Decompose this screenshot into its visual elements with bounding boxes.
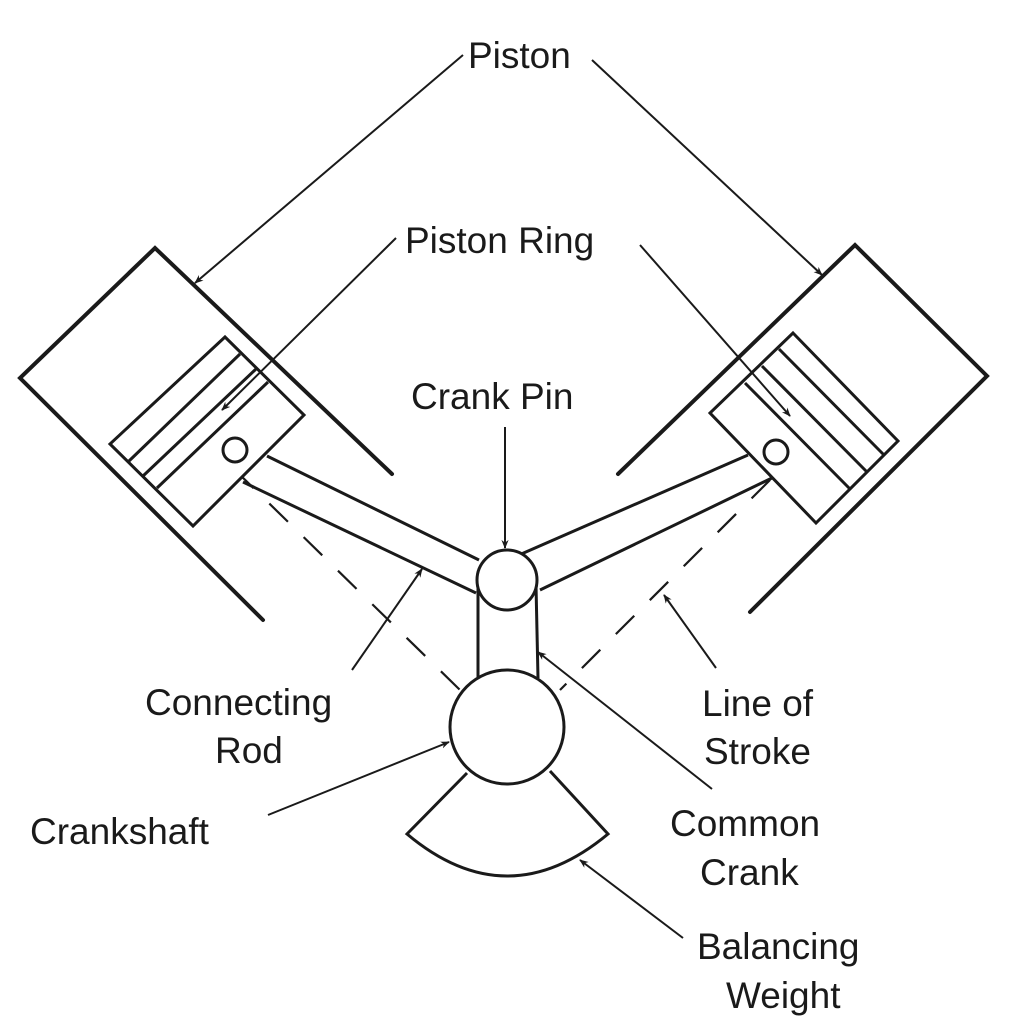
label-line-of-stroke-line1: Line of <box>702 683 814 724</box>
left-gudgeon-pin <box>221 436 249 464</box>
label-piston-ring: Piston Ring <box>405 220 594 261</box>
right-cylinder <box>616 242 990 614</box>
crank-pin <box>475 548 539 612</box>
right-piston <box>707 330 901 526</box>
line-of-stroke-right <box>559 479 771 691</box>
label-line-of-stroke-line2: Stroke <box>704 731 811 772</box>
label-connecting-rod-line1: Connecting <box>145 682 332 723</box>
arrow-crankshaft <box>267 741 450 816</box>
arrow-piston-ring-right <box>639 244 791 417</box>
label-crankshaft: Crankshaft <box>30 811 210 852</box>
arrow-piston-left <box>194 54 464 284</box>
label-crank-pin: Crank Pin <box>411 376 573 417</box>
connecting-rod-left <box>242 454 480 595</box>
label-common-crank-line1: Common <box>670 803 820 844</box>
line-of-stroke-left <box>234 469 461 691</box>
arrow-balancing-weight <box>579 859 684 939</box>
arrow-piston-ring-left <box>221 237 397 411</box>
label-balancing-weight-line2: Weight <box>726 975 841 1016</box>
common-crank <box>476 584 540 679</box>
label-piston: Piston <box>468 35 571 76</box>
arrow-line-of-stroke <box>663 594 717 669</box>
arrow-common-crank <box>537 651 713 790</box>
label-connecting-rod-line2: Rod <box>215 730 283 771</box>
crankshaft <box>448 668 566 786</box>
balancing-weight <box>404 769 611 878</box>
arrow-piston-right <box>591 59 823 276</box>
left-cylinder <box>17 245 394 622</box>
right-gudgeon-pin <box>762 438 790 466</box>
arrow-connecting-rod <box>351 568 423 671</box>
label-balancing-weight-line1: Balancing <box>697 926 860 967</box>
left-piston <box>107 334 307 529</box>
label-common-crank-line2: Crank <box>700 852 799 893</box>
connecting-rod-right <box>518 453 773 592</box>
